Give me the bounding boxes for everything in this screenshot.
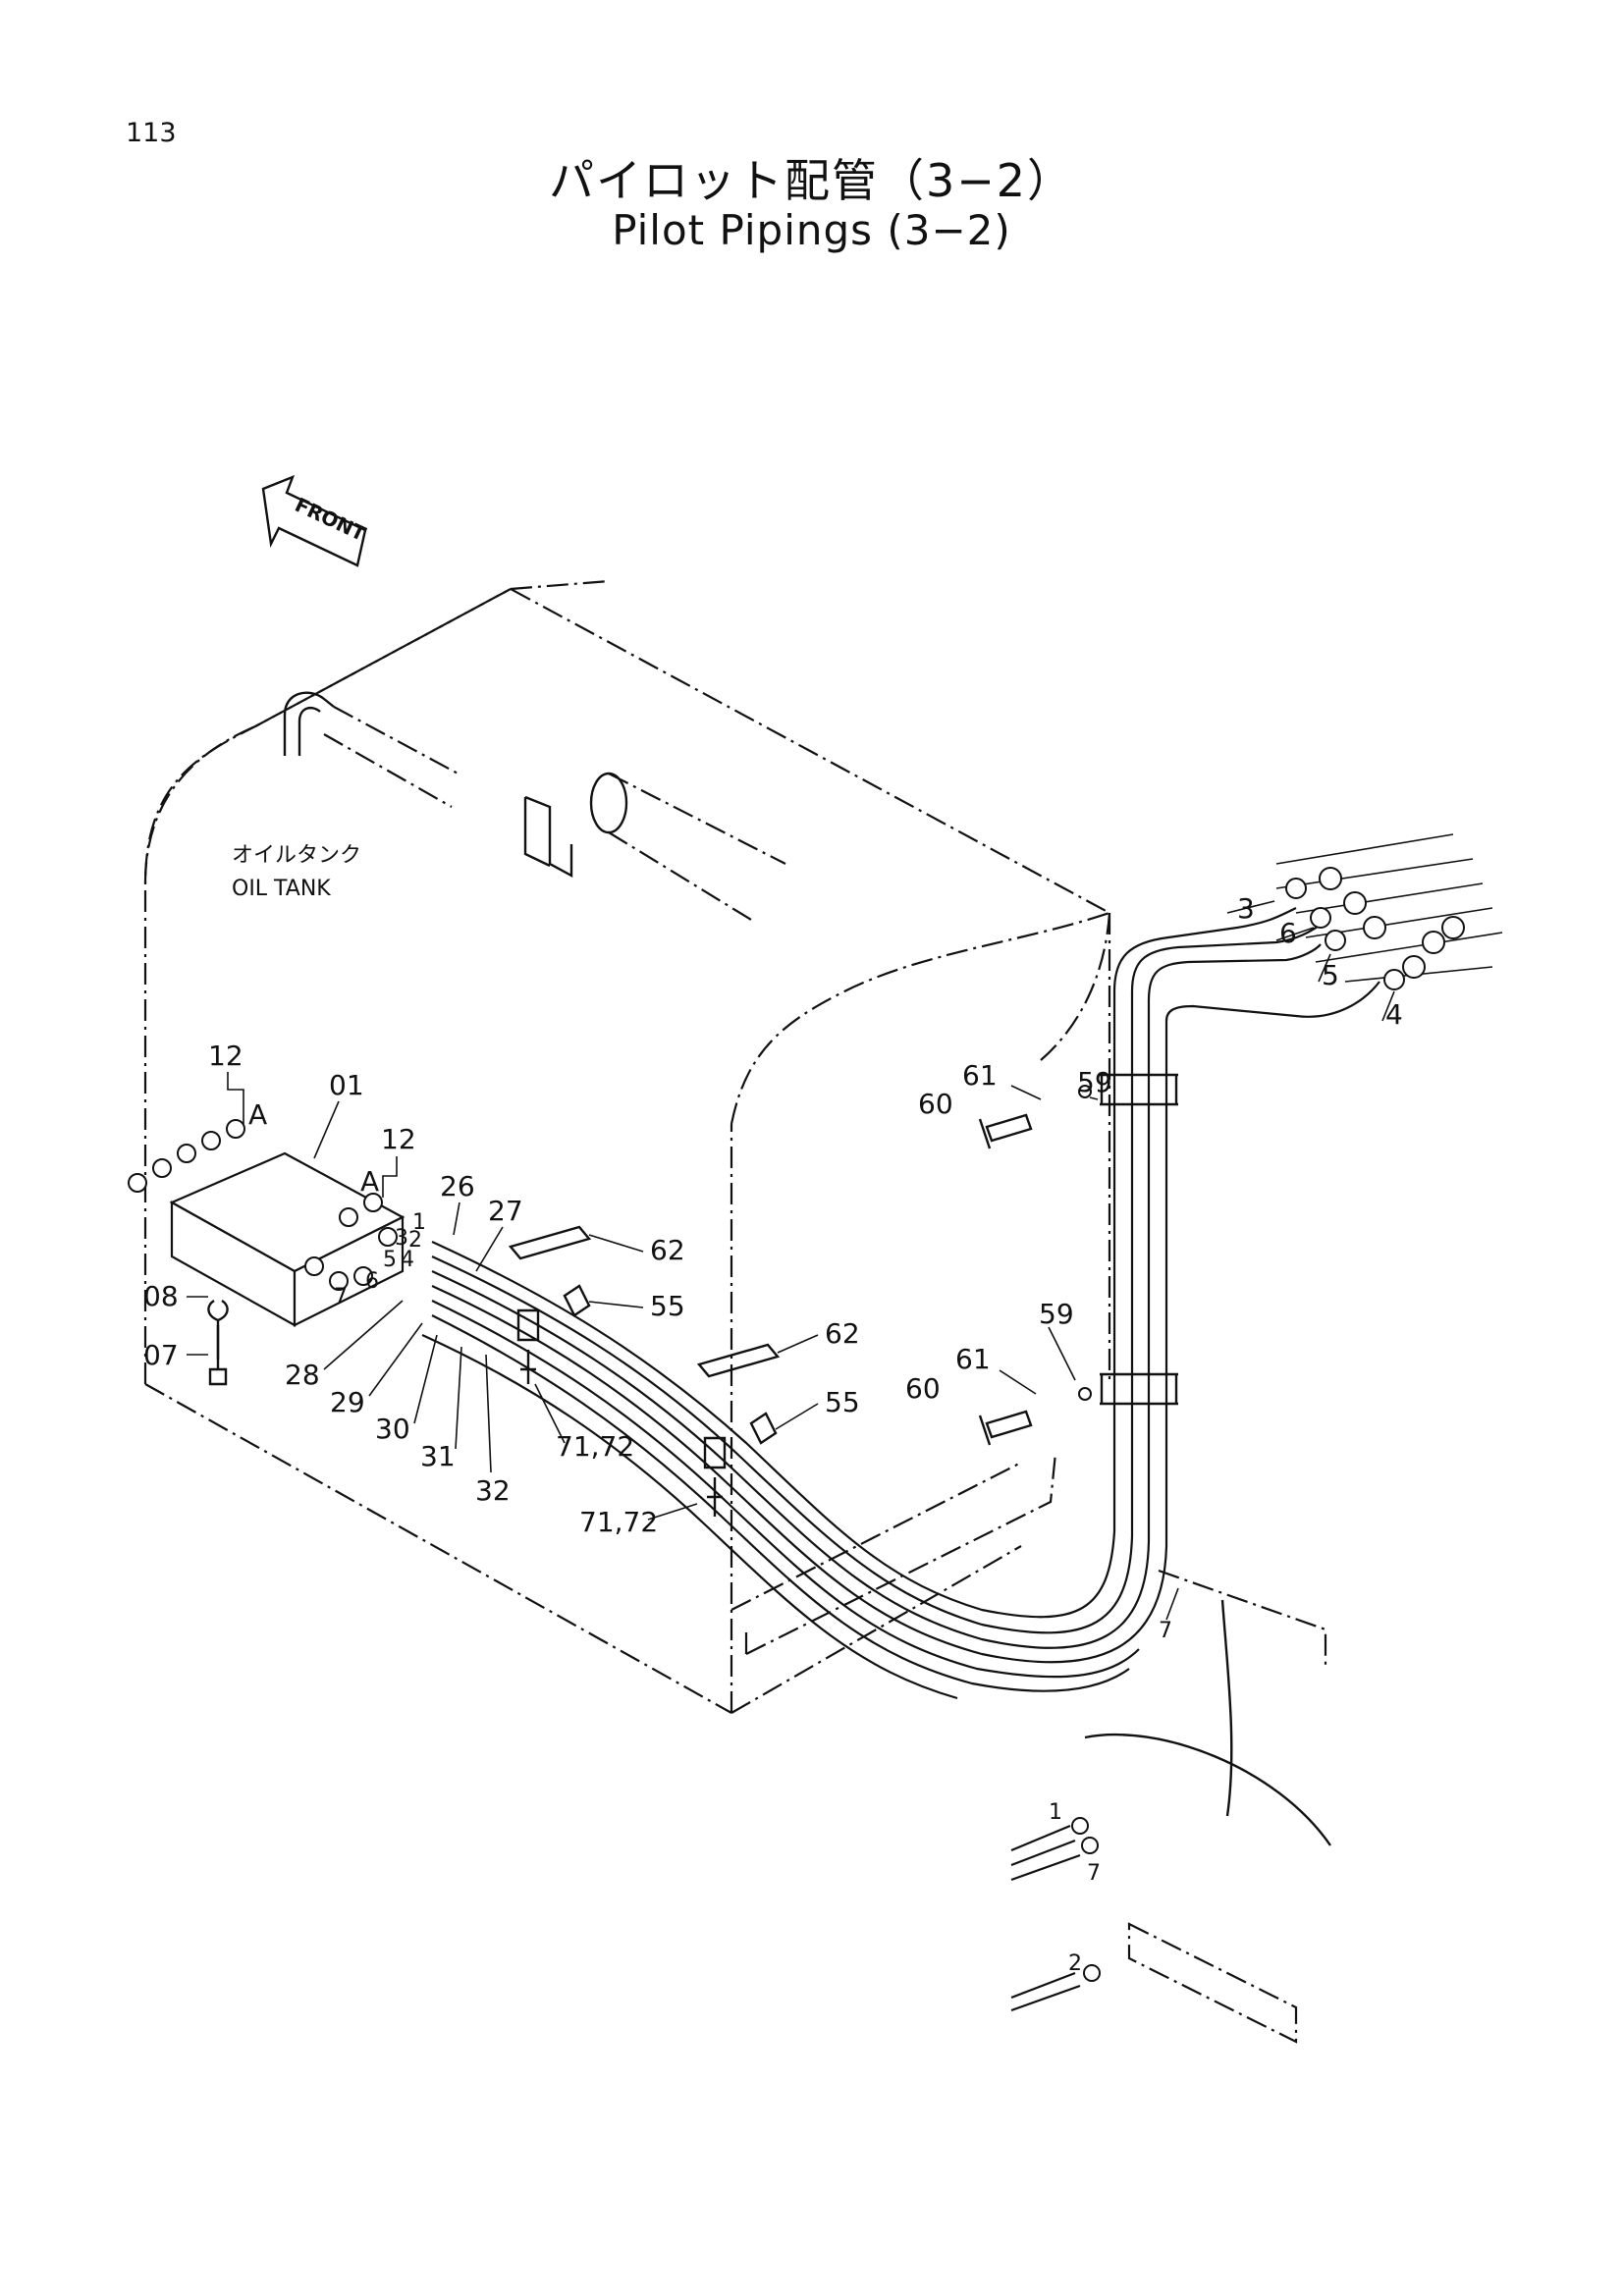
- label-pipe-4: 4: [401, 1248, 414, 1272]
- label-71-72-upper: 71,72: [556, 1430, 634, 1463]
- front-arrow-icon: FRONT: [261, 474, 370, 567]
- label-01: 01: [329, 1069, 364, 1101]
- label-pipe-1: 1: [412, 1210, 426, 1235]
- tank-label-jp: オイルタンク: [232, 843, 361, 868]
- leader-lines: [187, 900, 1395, 1621]
- label-62-lower: 62: [825, 1317, 860, 1350]
- label-08: 08: [143, 1280, 179, 1312]
- label-61-lower: 61: [955, 1343, 991, 1375]
- tank-label-en: OIL TANK: [232, 877, 331, 901]
- label-2-detail: 2: [1068, 1951, 1082, 1976]
- label-pipe-5: 5: [383, 1248, 397, 1272]
- label-12-left: 12: [208, 1040, 243, 1072]
- label-07: 07: [143, 1339, 179, 1371]
- label-a-left: A: [248, 1098, 267, 1131]
- label-55-lower: 55: [825, 1386, 860, 1418]
- label-59-lower: 59: [1039, 1298, 1074, 1330]
- label-71-72-lower: 71,72: [579, 1506, 658, 1538]
- label-pipe-3: 3: [395, 1226, 408, 1251]
- label-55-upper: 55: [650, 1290, 685, 1322]
- label-4-top: 4: [1385, 998, 1403, 1031]
- label-31: 31: [420, 1440, 456, 1472]
- title-english: Pilot Pipings (3−2): [612, 206, 1011, 254]
- label-12-right: 12: [381, 1123, 416, 1155]
- label-30: 30: [375, 1413, 410, 1445]
- front-label: FRONT: [292, 493, 370, 546]
- label-60-lower: 60: [905, 1372, 941, 1405]
- label-a-right: A: [360, 1165, 379, 1198]
- manifold-block: [128, 1119, 406, 1386]
- label-pipe-6: 6: [365, 1269, 379, 1294]
- label-32: 32: [475, 1474, 511, 1507]
- label-6-top: 6: [1279, 917, 1297, 949]
- label-pipe-2: 2: [408, 1228, 422, 1253]
- label-61-upper: 61: [962, 1059, 998, 1092]
- label-27: 27: [488, 1195, 523, 1227]
- label-29: 29: [330, 1386, 365, 1418]
- detail-view: [1010, 1569, 1331, 2044]
- pipe-bundle: [421, 833, 1503, 1700]
- label-7-upper: 7: [1159, 1619, 1172, 1643]
- label-59-upper: 59: [1077, 1066, 1112, 1098]
- label-1-detail: 1: [1049, 1800, 1062, 1825]
- label-26: 26: [440, 1170, 475, 1202]
- label-pipe-7: 7: [334, 1285, 348, 1309]
- label-62-upper: 62: [650, 1234, 685, 1266]
- page-number: 113: [126, 118, 177, 148]
- label-7-detail: 7: [1087, 1861, 1101, 1886]
- label-5-top: 5: [1322, 959, 1339, 991]
- part-labels: 12 A 01 12 A 26 27 62 55 62 55 08 07 28 …: [143, 892, 1403, 1976]
- label-28: 28: [285, 1359, 320, 1391]
- title-japanese: パイロット配管（3−2）: [548, 154, 1075, 207]
- oil-tank: オイルタンク OIL TANK: [143, 579, 1111, 1714]
- label-60-upper: 60: [918, 1088, 953, 1120]
